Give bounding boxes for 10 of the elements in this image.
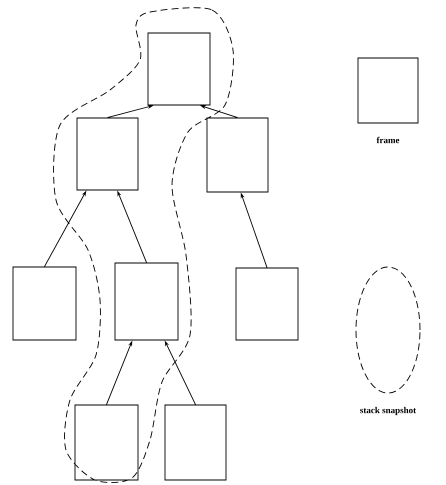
- frame-box: [114, 262, 178, 340]
- frame-box: [206, 118, 268, 192]
- frame-box: [74, 404, 138, 480]
- frame-box: [76, 118, 138, 190]
- legend-label: frame: [376, 136, 400, 144]
- frame-box: [236, 268, 298, 340]
- frame-box: [164, 404, 226, 480]
- frame-box: [12, 266, 76, 340]
- legend-label: stack snapshot: [360, 406, 416, 416]
- frame-box: [148, 32, 210, 106]
